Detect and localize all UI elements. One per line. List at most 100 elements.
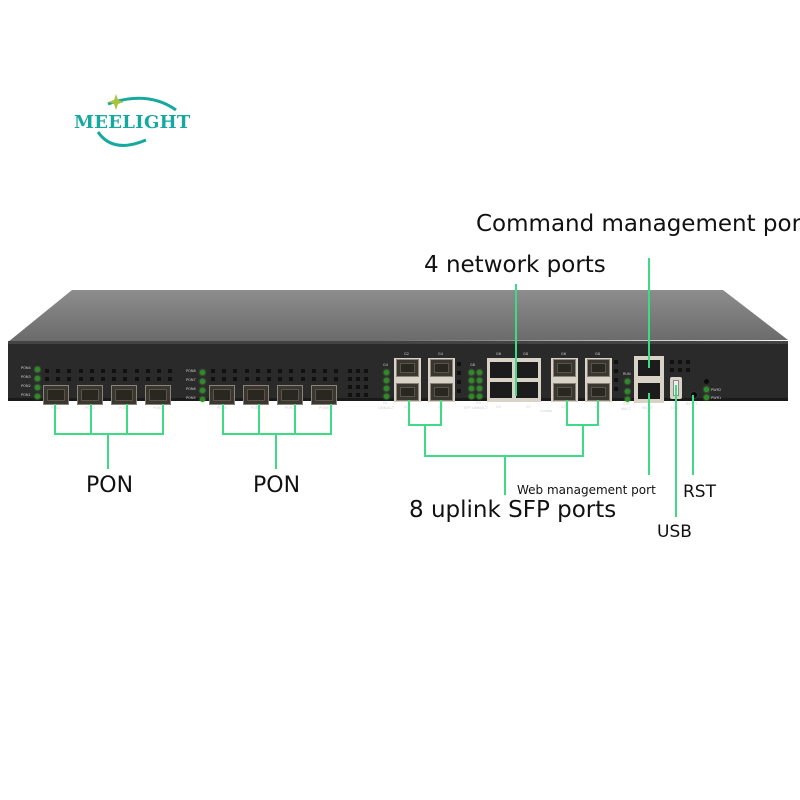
connector-line: [90, 404, 92, 434]
vent-hole: [78, 369, 83, 373]
pwr2-led: [704, 387, 709, 392]
vent-hole: [145, 369, 150, 373]
vent-hole: [101, 377, 105, 381]
vent-hole: [56, 377, 61, 381]
brand-name: MEELIGHT: [74, 112, 191, 133]
vent-hole: [348, 369, 352, 373]
led-label: G4: [383, 363, 388, 367]
connector-line: [675, 385, 677, 517]
led-label: SFP: [464, 406, 471, 410]
callout-pon-left: PON: [86, 473, 134, 498]
port-label: G5: [561, 405, 566, 409]
vent-hole: [134, 369, 139, 373]
port-label: G6: [496, 352, 501, 356]
connector-line: [515, 284, 517, 396]
connector-line: [597, 400, 599, 425]
vent-hole: [348, 385, 352, 389]
uplink-led: [384, 370, 389, 375]
pon5-led: [200, 397, 205, 402]
uplink-led: [477, 370, 482, 375]
vent-hole: [364, 393, 368, 397]
pon3-port[interactable]: [111, 385, 137, 405]
vent-hole: [45, 369, 49, 373]
vent-hole: [311, 369, 316, 373]
uplink-led: [469, 370, 474, 375]
vent-hole: [78, 377, 83, 381]
led-label: PON6: [186, 387, 196, 391]
vent-hole: [112, 369, 117, 373]
vent-hole: [323, 369, 327, 373]
vent-hole: [364, 385, 368, 389]
pon4-port[interactable]: [145, 385, 171, 405]
led-label: G5: [476, 401, 481, 405]
vent-hole: [244, 377, 249, 381]
uplink-port-g3[interactable]: [430, 383, 453, 401]
vent-hole: [255, 377, 260, 381]
rj45-port-g8[interactable]: [516, 362, 538, 378]
vent-hole: [670, 368, 674, 372]
uplink-port-g1[interactable]: [396, 383, 419, 401]
rj45-port-g7[interactable]: [516, 382, 538, 398]
pon6-port[interactable]: [243, 385, 269, 405]
uplink-led: [384, 394, 389, 399]
vent-hole: [356, 377, 360, 381]
pon7-port[interactable]: [277, 385, 303, 405]
vent-hole: [134, 377, 139, 381]
vent-hole: [686, 368, 690, 372]
combo-sfp-port-g7[interactable]: [587, 383, 610, 401]
vent-hole: [364, 377, 368, 381]
reset-button[interactable]: [690, 391, 698, 399]
vent-hole: [233, 377, 238, 381]
pon7-led: [200, 379, 205, 384]
vent-hole: [278, 377, 283, 381]
vent-hole: [323, 377, 327, 381]
vent-hole: [300, 377, 305, 381]
callout-rst: RST: [683, 482, 716, 502]
pon8-port[interactable]: [311, 385, 337, 405]
brand-logo: MEELIGHT: [68, 92, 191, 152]
rj45-port-g6[interactable]: [490, 362, 512, 378]
vent-hole: [67, 369, 72, 373]
reset-label: RESET: [686, 402, 697, 406]
uplink-port-g4[interactable]: [430, 359, 453, 377]
vent-hole: [300, 369, 305, 373]
connector-line: [330, 404, 332, 434]
vent-hole: [364, 369, 368, 373]
connector-line: [275, 433, 277, 469]
vent-hole: [145, 377, 150, 381]
led-label: MACT: [621, 407, 631, 411]
callout-command-management-port: Command management port: [476, 211, 800, 237]
vent-hole: [112, 377, 117, 381]
mgmt-port[interactable]: [638, 383, 660, 399]
led-label: LINK/ACT: [378, 406, 394, 410]
pon1-port[interactable]: [43, 385, 69, 405]
pon3-led: [35, 376, 40, 381]
vent-hole: [614, 369, 618, 373]
vent-hole: [255, 369, 260, 373]
callout-web-management-port: Web management port: [517, 483, 656, 497]
vent-hole: [89, 369, 94, 373]
led-label: G1: [383, 401, 388, 405]
combo-sfp-port-g5[interactable]: [553, 383, 576, 401]
connector-line: [692, 395, 694, 475]
rj45-port-g5[interactable]: [490, 382, 512, 398]
vent-hole: [678, 368, 682, 372]
port-label: G1: [404, 405, 409, 409]
sys-led: [625, 389, 630, 394]
pon2-led: [35, 385, 40, 390]
indicator-hole: [704, 379, 709, 384]
connector-line: [162, 404, 164, 434]
port-label: PON8: [319, 406, 329, 410]
combo-sfp-port-g8[interactable]: [587, 359, 610, 377]
combo-label: Combo: [540, 409, 553, 413]
combo-sfp-port-g6[interactable]: [553, 359, 576, 377]
logo-swoosh-icon: [96, 94, 177, 147]
vent-hole: [168, 377, 173, 381]
pon5-port[interactable]: [209, 385, 235, 405]
uplink-port-g2[interactable]: [396, 359, 419, 377]
vent-hole: [334, 369, 339, 373]
console-port[interactable]: [638, 360, 660, 376]
pon2-port[interactable]: [77, 385, 103, 405]
port-label: G2: [404, 352, 409, 356]
